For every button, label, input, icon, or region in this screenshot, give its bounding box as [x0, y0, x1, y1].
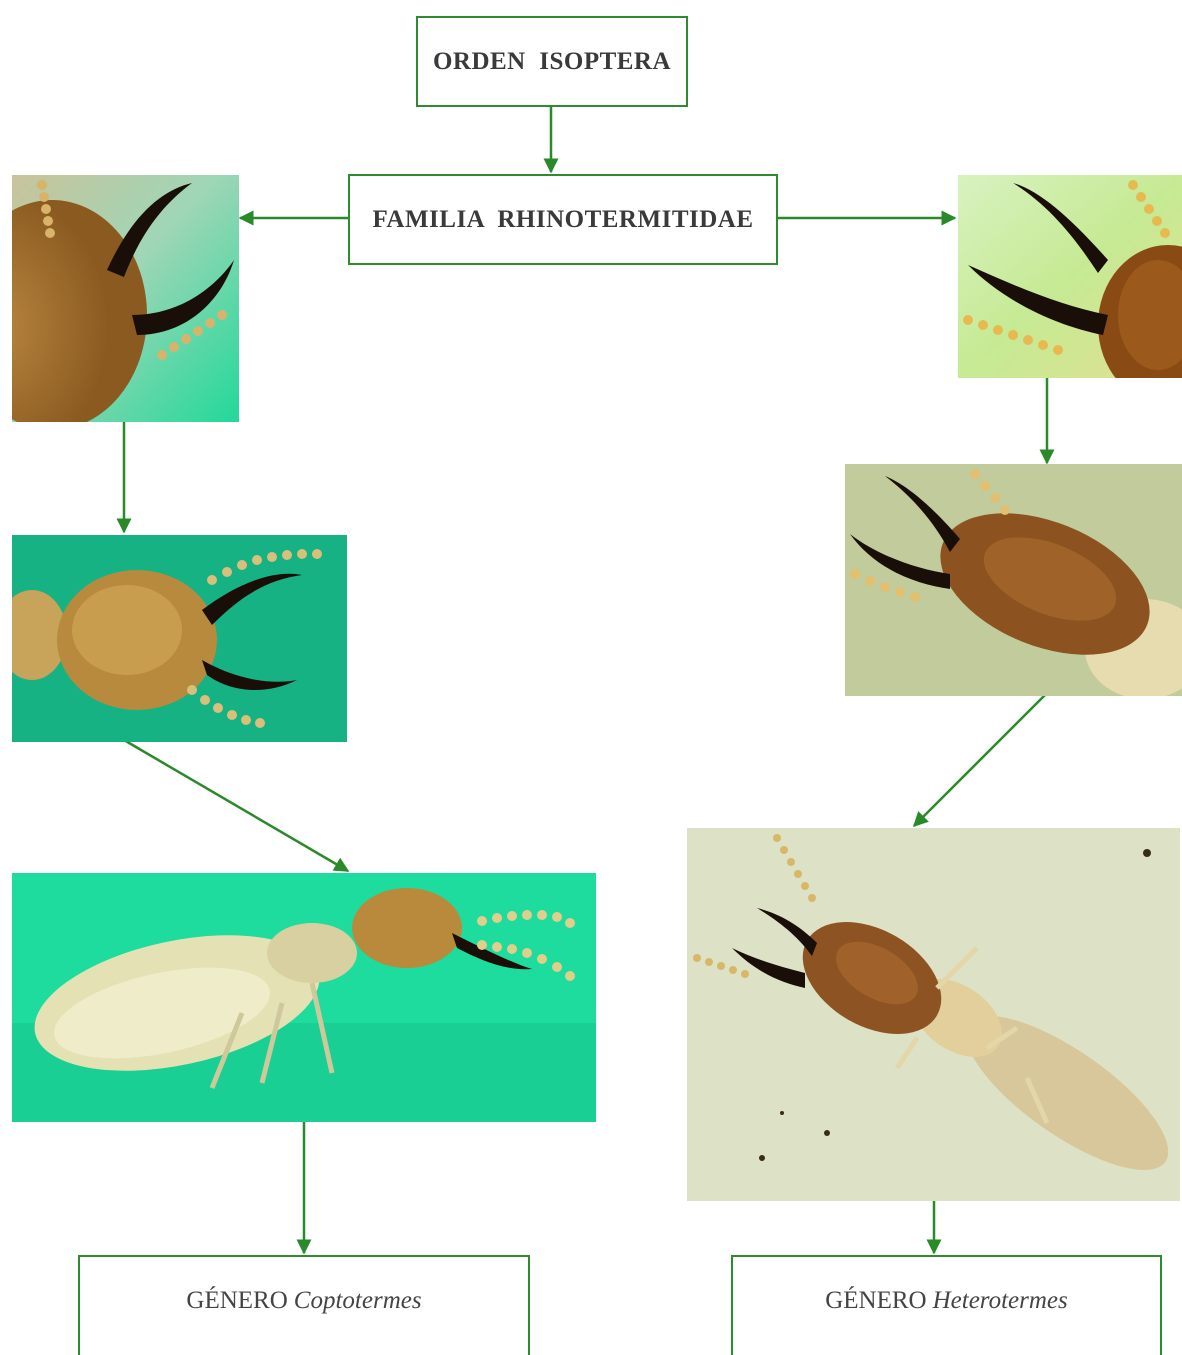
family-label: FAMILIA RHINOTERMITIDAE	[372, 206, 753, 234]
heterotermes-head-dorsal-photo	[845, 464, 1182, 696]
genus-prefix: GÉNERO	[186, 1287, 287, 1315]
family-box: FAMILIA RHINOTERMITIDAE	[348, 174, 778, 265]
heterotermes-full-body-photo	[687, 828, 1180, 1201]
genus-prefix: GÉNERO	[825, 1287, 926, 1315]
heterotermes-head-closeup-photo	[958, 175, 1182, 378]
genus-name: Coptotermes	[294, 1287, 422, 1315]
arrow-right-2-to-3	[914, 693, 1047, 826]
coptotermes-full-body-photo	[12, 873, 596, 1122]
arrow-left-2-to-3	[124, 740, 348, 871]
genus-coptotermes-box: GÉNERO Coptotermes	[78, 1255, 530, 1355]
coptotermes-head-dorsal-photo	[12, 535, 347, 742]
genus-name: Heterotermes	[933, 1287, 1068, 1315]
genus-heterotermes-box: GÉNERO Heterotermes	[731, 1255, 1162, 1355]
order-box: ORDEN ISOPTERA	[416, 16, 688, 107]
order-label: ORDEN ISOPTERA	[433, 48, 671, 76]
coptotermes-head-closeup-photo	[12, 175, 239, 422]
